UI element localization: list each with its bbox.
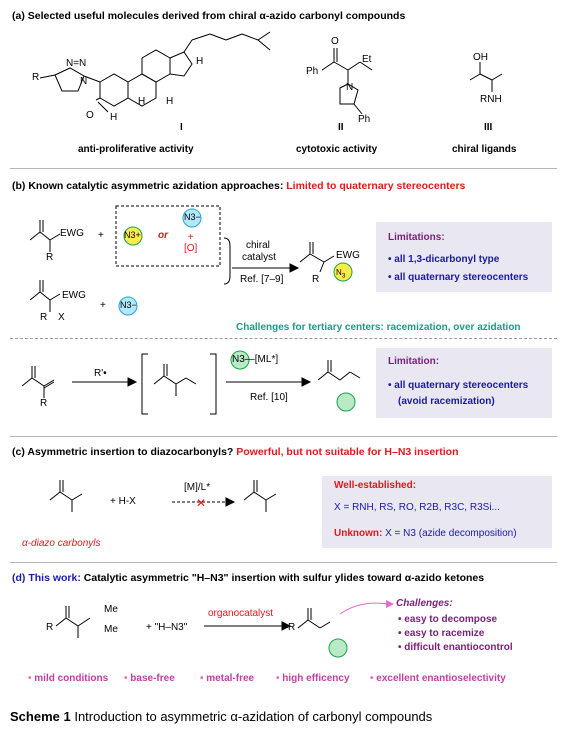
- feature-metal-free: metal-free: [200, 673, 254, 684]
- r-d-product: R: [288, 622, 296, 633]
- challenges-tertiary: Challenges for tertiary centers: racemiz…: [236, 322, 521, 333]
- r-product: R: [312, 274, 320, 285]
- section-d-scheme: [55, 600, 394, 658]
- section-b-header-black: (b) Known catalytic asymmetric azidation…: [12, 180, 284, 192]
- limitation-item-a: • all quaternary stereocenters: [388, 380, 529, 391]
- challenge-1: • easy to decompose: [398, 614, 498, 625]
- radical-label: R'•: [94, 368, 107, 379]
- challenge-2: • easy to racemize: [398, 628, 485, 639]
- activity-II: cytotoxic activity: [296, 144, 378, 155]
- divider-c-d: [10, 562, 557, 563]
- section-c-scheme: ✕: [49, 480, 277, 512]
- challenge-3: • difficult enantiocontrol: [398, 642, 513, 653]
- r-x-2: R X: [40, 312, 65, 323]
- ref-10: Ref. [10]: [250, 392, 288, 403]
- atom-H-I-2: H: [138, 96, 146, 107]
- atom-O-I: O: [86, 110, 94, 121]
- compound-label-III: III: [484, 122, 493, 133]
- plus-1: +: [98, 230, 104, 241]
- well-established-title: Well-established:: [334, 480, 417, 491]
- unknown-line: Unknown: X = N3 (azide decomposition): [334, 528, 517, 539]
- limitation-box: [376, 348, 552, 418]
- divider-b-c: [10, 436, 557, 437]
- atom-N-II: N: [346, 82, 354, 93]
- ml-reagent: N3—[ML*]: [232, 354, 279, 365]
- molecule-I-steroid: [39, 31, 503, 115]
- diazo-label: α-diazo carbonyls: [22, 538, 101, 549]
- me-2: Me: [104, 624, 118, 635]
- section-d-header-black: Catalytic asymmetric "H–N3" insertion wi…: [83, 572, 485, 584]
- r-2: R: [40, 312, 48, 323]
- atom-N-I: N: [80, 76, 88, 87]
- section-c-header-black: (c) Asymmetric insertion to diazocarbony…: [12, 446, 234, 458]
- plus-hx: + H-X: [110, 496, 136, 507]
- atom-H-I-4: H: [196, 56, 204, 67]
- me-1: Me: [104, 604, 118, 615]
- limitation-item-1: • all 1,3-dicarbonyl type: [388, 254, 500, 265]
- well-established-list: X = RNH, RS, RO, R2B, R3C, R3Si...: [334, 502, 500, 513]
- atom-R-I: R: [32, 72, 40, 83]
- limitation-item-2: • all quaternary stereocenters: [388, 272, 529, 283]
- atom-OH-III: OH: [473, 52, 488, 63]
- section-d-header: (d) This work: Catalytic asymmetric "H–N…: [12, 572, 484, 584]
- ewg-product: EWG: [336, 250, 360, 261]
- divider-a-b: [10, 168, 557, 169]
- challenges-title: Challenges:: [396, 598, 453, 609]
- section-b-schemes: [21, 205, 361, 415]
- unknown-label: Unknown:: [334, 528, 383, 539]
- organocatalyst-label: organocatalyst: [208, 608, 274, 619]
- r-2-row: R: [40, 398, 48, 409]
- r-d: R: [46, 622, 54, 633]
- section-c-header-red: Powerful, but not suitable for H–N3 inse…: [236, 446, 459, 458]
- atom-H-I-3: H: [166, 96, 174, 107]
- caption-label: Scheme 1: [10, 709, 71, 724]
- catalyst-label: catalyst: [242, 252, 276, 263]
- section-a-header: (a) Selected useful molecules derived fr…: [12, 10, 406, 22]
- n3-minus-label-1: N3−: [184, 212, 201, 222]
- n3-minus-label-2: N3−: [120, 300, 137, 310]
- ref-7-9: Ref. [7–9]: [240, 274, 284, 285]
- catalyst-ml: [M]/L*: [184, 482, 211, 493]
- r-1: R: [46, 252, 54, 263]
- ewg-2: EWG: [62, 290, 86, 301]
- or-label: or: [158, 230, 168, 241]
- atom-triazole-N: N=N: [66, 58, 87, 69]
- atom-Ph-II: Ph: [306, 66, 319, 77]
- atom-H-I: H: [110, 112, 118, 123]
- feature-base-free: base-free: [124, 673, 174, 684]
- limitation-title: Limitation:: [388, 356, 440, 367]
- caption-text: Introduction to asymmetric α-azidation o…: [74, 709, 433, 724]
- well-established-box: [322, 476, 552, 548]
- x-2: X: [58, 312, 65, 323]
- divider-b-inner: [10, 338, 557, 339]
- ewg-1: EWG: [60, 228, 84, 239]
- unknown-text: X = N3 (azide decomposition): [385, 528, 517, 539]
- activity-III: chiral ligands: [452, 144, 517, 155]
- compound-label-II: II: [338, 122, 344, 133]
- activity-I: anti-proliferative activity: [78, 144, 194, 155]
- compound-label-I: I: [180, 122, 183, 133]
- section-b-header-red: Limited to quaternary stereocenters: [286, 180, 466, 192]
- svg-text:✕: ✕: [196, 496, 206, 510]
- scheme-caption: Scheme 1 Introduction to asymmetric α-az…: [10, 709, 432, 724]
- atom-O-II: O: [331, 36, 339, 47]
- n3-plus-label: N3+: [124, 230, 141, 240]
- chiral-label: chiral: [246, 240, 270, 251]
- feature-mild: mild conditions: [28, 673, 108, 684]
- oxidant-label: + [O]: [184, 232, 198, 254]
- section-d-header-blue: (d) This work:: [12, 572, 81, 584]
- atom-Et-II: Et: [362, 54, 372, 65]
- section-c-header: (c) Asymmetric insertion to diazocarbony…: [12, 446, 459, 458]
- section-b-header: (b) Known catalytic asymmetric azidation…: [12, 180, 465, 192]
- atom-Ph-II-2: Ph: [358, 114, 371, 125]
- limitations-title: Limitations:: [388, 232, 445, 243]
- n3-product-1: N3: [336, 268, 346, 280]
- feature-efficiency: high efficency: [276, 673, 349, 684]
- plus-2: +: [100, 300, 106, 311]
- atom-RNH-III: RNH: [480, 94, 502, 105]
- feature-enantioselectivity: excellent enantioselectivity: [370, 673, 506, 684]
- hn3-reagent: + "H–N3": [146, 622, 188, 633]
- limitations-box: [376, 222, 552, 292]
- limitation-item-b: (avoid racemization): [398, 396, 495, 407]
